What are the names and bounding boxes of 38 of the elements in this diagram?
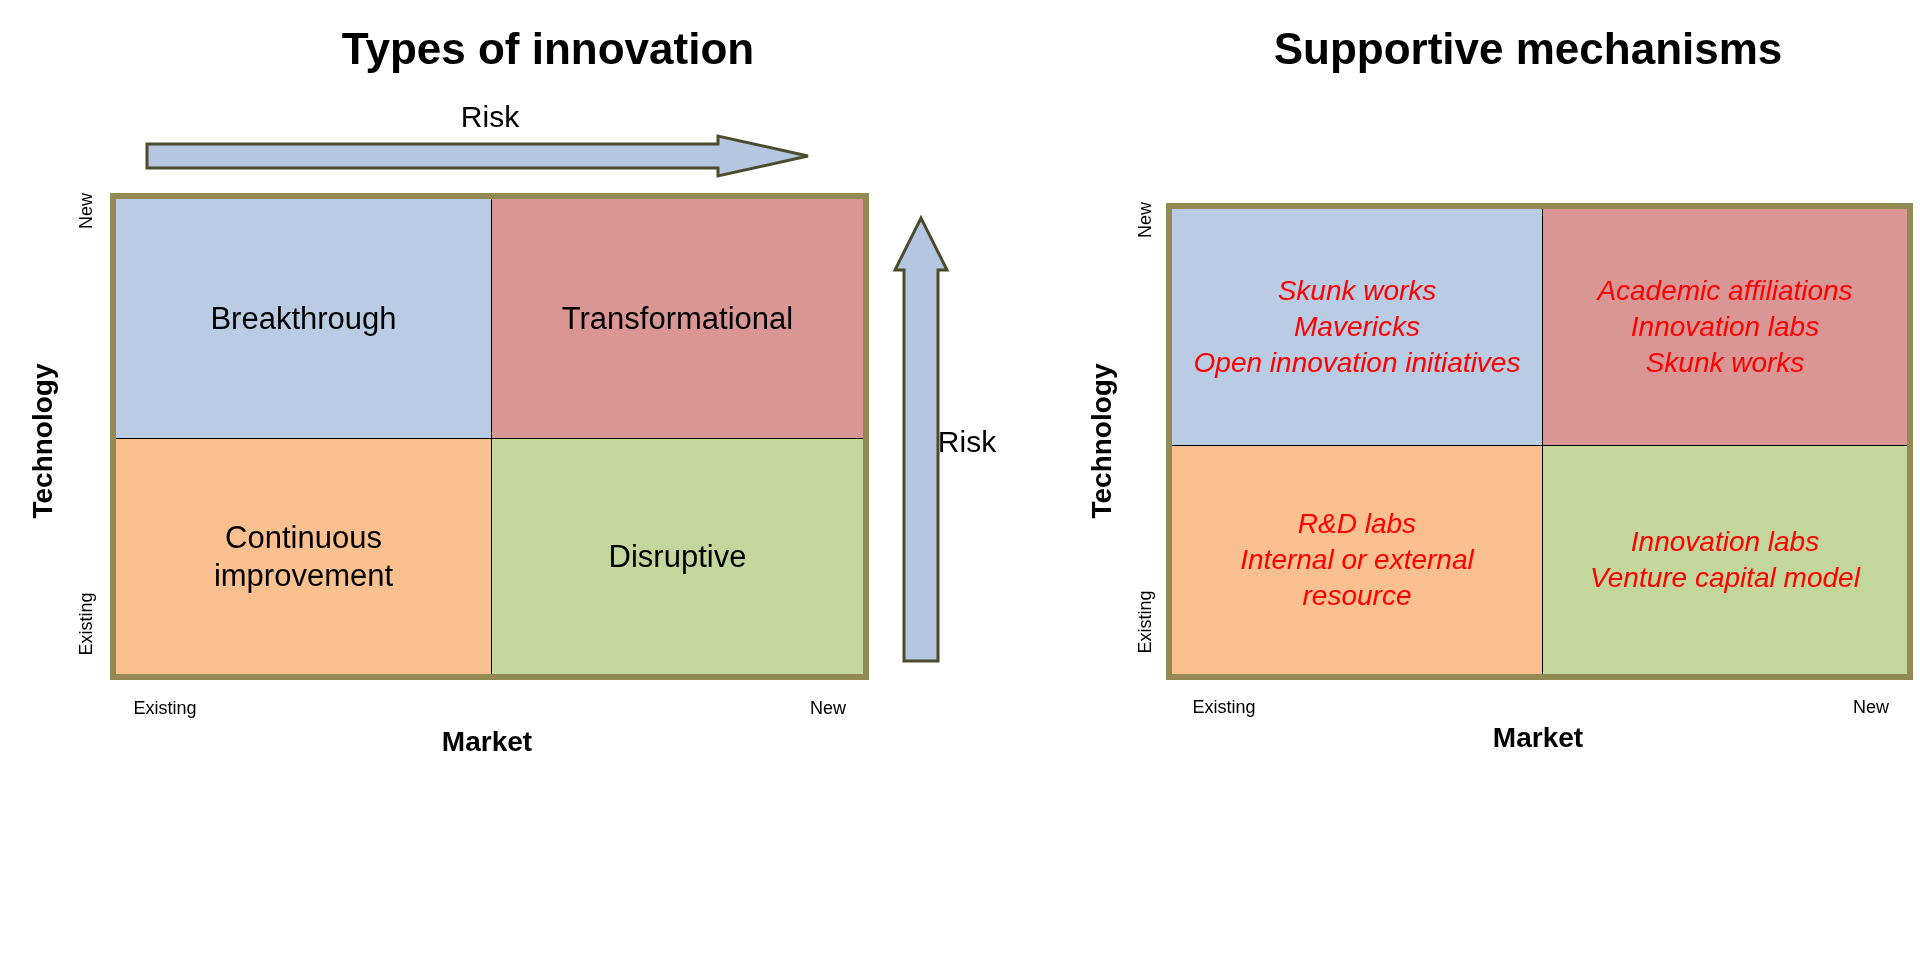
quadrant-box (116, 199, 491, 438)
mechanism-text: Mavericks (1294, 310, 1420, 344)
axis-tick-label: Existing (1133, 590, 1156, 654)
axis-title: Technology (26, 363, 59, 519)
risk-label: Risk (460, 98, 520, 135)
mechanism-text: Internal or external resource (1239, 543, 1476, 613)
quadrant-box (492, 439, 863, 674)
mechanism-text: Innovation labs (1630, 310, 1820, 344)
axis-tick-label: Existing (74, 592, 97, 656)
axis-title: Technology (1085, 363, 1118, 519)
quadrant-box (1172, 209, 1542, 445)
risk-label: Risk (937, 423, 997, 460)
quadrant-box (1543, 446, 1907, 674)
mechanism-text: Academic affiliations (1597, 274, 1853, 308)
axis-tick-label: New (1133, 202, 1156, 238)
quadrant-box (1543, 209, 1907, 445)
panel-title: Types of innovation (341, 23, 755, 75)
innovation-type-label: Continuous improvement (212, 518, 395, 595)
mechanism-text: R&D labs (1297, 507, 1417, 541)
mechanism-text: Skunk works (1277, 274, 1437, 308)
quadrant-box (492, 199, 863, 438)
axis-title: Market (441, 725, 533, 759)
innovation-type-label: Breakthrough (210, 299, 397, 338)
panel-title: Supportive mechanisms (1273, 23, 1783, 75)
axis-tick-label: Existing (1192, 695, 1256, 719)
innovation-type-label: Transformational (561, 299, 794, 338)
quadrant-box (1172, 446, 1542, 674)
innovation-type-label: Disruptive (608, 537, 747, 576)
axis-tick-label: New (74, 193, 97, 229)
axis-tick-label: New (810, 696, 846, 720)
quadrant-box (116, 439, 491, 674)
mechanism-text: Venture capital model (1590, 561, 1860, 595)
mechanism-text: Innovation labs (1630, 525, 1820, 559)
mechanism-text: Skunk works (1645, 346, 1805, 380)
axis-tick-label: New (1853, 695, 1889, 719)
axis-tick-label: Existing (133, 696, 197, 720)
mechanism-text: Open innovation initiatives (1193, 346, 1521, 380)
axis-title: Market (1492, 721, 1584, 755)
